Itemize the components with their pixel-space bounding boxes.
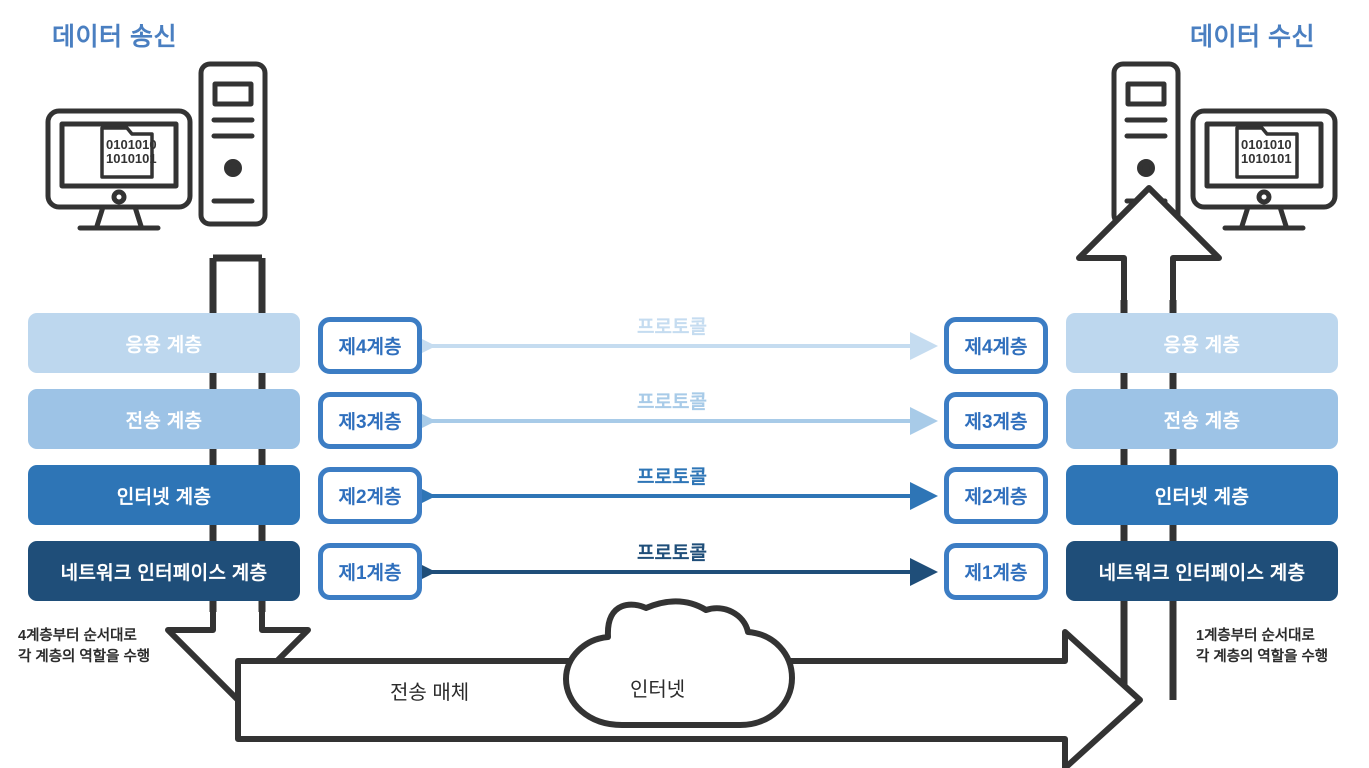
receiver-title: 데이터 수신 — [1190, 23, 1315, 51]
sender-layer-internet: 인터넷 계층 — [28, 465, 300, 525]
receiver-note-line1: 1계층부터 순서대로 — [1196, 628, 1315, 644]
binary-text-line2: 1010101 — [106, 151, 157, 166]
sender-layer-transport: 전송 계층 — [28, 389, 300, 449]
receiver-tier-1: 제1계층 — [944, 543, 1048, 600]
receiver-layer-network-interface: 네트워크 인터페이스 계층 — [1066, 541, 1338, 601]
sender-note-line1: 4계층부터 순서대로 — [18, 628, 137, 644]
sender-tier-4: 제4계층 — [318, 317, 422, 374]
receiver-tier-2: 제2계층 — [944, 467, 1048, 524]
internet-cloud-label: 인터넷 — [630, 679, 686, 701]
receiver-note-line2: 각 계층의 역할을 수행 — [1196, 649, 1329, 666]
sender-layer-network-interface: 네트워크 인터페이스 계층 — [28, 541, 300, 601]
sender-title: 데이터 송신 — [52, 23, 177, 51]
sender-device-group: 0101010 1010101 — [40, 58, 290, 238]
binary-text-line2: 1010101 — [1241, 151, 1292, 166]
receiver-layer-application: 응용 계층 — [1066, 313, 1338, 373]
receiver-layer-transport: 전송 계층 — [1066, 389, 1338, 449]
receiver-tier-3: 제3계층 — [944, 392, 1048, 449]
receiver-layer-internet: 인터넷 계층 — [1066, 465, 1338, 525]
sender-tier-3: 제3계층 — [318, 392, 422, 449]
sender-tier-1: 제1계층 — [318, 543, 422, 600]
sender-note-line2: 각 계층의 역할을 수행 — [18, 649, 151, 666]
receiver-note: 1계층부터 순서대로 각 계층의 역할을 수행 — [1196, 626, 1328, 668]
internet-cloud-icon — [563, 598, 795, 728]
receiver-tier-4: 제4계층 — [944, 317, 1048, 374]
transmission-medium-label: 전송 매체 — [390, 682, 470, 704]
binary-text-line1: 0101010 — [1241, 137, 1292, 152]
sender-note: 4계층부터 순서대로 각 계층의 역할을 수행 — [18, 626, 150, 668]
sender-tier-2: 제2계층 — [318, 467, 422, 524]
sender-layer-application: 응용 계층 — [28, 313, 300, 373]
receiver-up-arrowhead — [1076, 185, 1222, 300]
binary-text-line1: 0101010 — [106, 137, 157, 152]
sender-devices-icon: 0101010 1010101 — [45, 61, 268, 231]
